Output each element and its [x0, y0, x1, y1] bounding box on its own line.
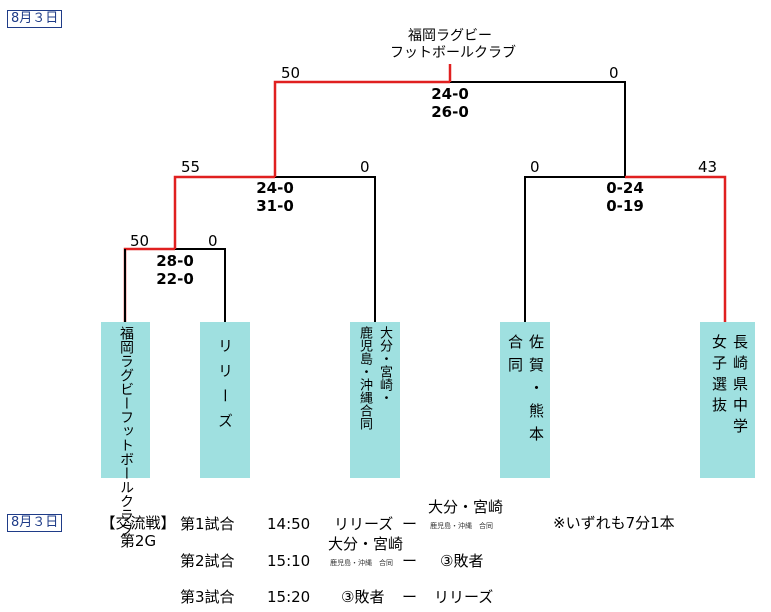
match2-home-sub: 鹿児島・沖縄 合同	[330, 559, 393, 567]
match3-time: 15:20	[267, 588, 311, 606]
team-name-lilies: リリーズ	[216, 338, 234, 438]
team-name-oita-line2: 鹿児島・沖縄合同	[357, 326, 372, 430]
quarter-score: 28-0 22-0	[156, 252, 194, 288]
match2-away: ③敗者	[440, 552, 484, 570]
team-name-oita: 大分・宮崎・鹿児島・沖縄合同	[354, 326, 394, 430]
team-name-saga-line2: 合同	[506, 334, 524, 380]
line-quarter-up	[173, 175, 275, 249]
match3-dash: ー	[402, 588, 418, 606]
semi-right-score: 0-24 0-19	[606, 179, 644, 215]
team-name-nagasaki-line2: 女子選抜	[710, 334, 728, 418]
match1-time: 14:50	[267, 515, 311, 533]
line-semi-left-up	[273, 80, 450, 177]
match3-name: 第3試合	[180, 588, 235, 606]
bracket-lines	[123, 64, 727, 322]
quarter-points-left: 50	[130, 232, 150, 250]
team-box-fukuoka: 福岡ラグビーフットボールクラブ	[101, 322, 150, 536]
line-lilies	[175, 248, 226, 322]
match3-home: ③敗者	[341, 588, 385, 606]
match1-away-sub: 鹿児島・沖縄 合同	[430, 522, 493, 530]
schedule-event: 【交流戦】 第2G	[100, 514, 176, 550]
semi-right-points-right: 43	[698, 158, 718, 176]
team-box-nagasaki: 長崎県中学女子選抜	[700, 322, 755, 478]
team-name-fukuoka: 福岡ラグビーフットボールクラブ	[118, 326, 134, 536]
date-label: 8月３日	[7, 10, 63, 28]
match1-home: リリーズ	[334, 515, 394, 533]
team-name-nagasaki-line1: 長崎県中学	[731, 334, 749, 439]
semi-left-points-left: 55	[181, 158, 201, 176]
semi-right-points-left: 0	[530, 158, 540, 176]
team-box-lilies: リリーズ	[200, 322, 250, 478]
schedule-date-label: 8月３日	[7, 514, 63, 532]
schedule-note: ※いずれも7分1本	[553, 514, 675, 532]
match2-name: 第2試合	[180, 552, 235, 570]
final-score: 24-0 26-0	[431, 85, 469, 121]
line-oita	[275, 176, 376, 322]
match2-time: 15:10	[267, 552, 311, 570]
line-saga	[524, 176, 625, 322]
match1-name: 第1試合	[180, 515, 235, 533]
line-nagasaki	[625, 175, 727, 322]
team-box-saga: 佐賀・熊本合同	[500, 322, 550, 478]
final-left-points: 50	[281, 64, 301, 82]
team-name-nagasaki: 長崎県中学女子選抜	[706, 334, 750, 439]
team-name-saga: 佐賀・熊本合同	[504, 334, 546, 449]
match2-dash: ー	[402, 552, 418, 570]
champion-name: 福岡ラグビー フットボールクラブ	[390, 28, 516, 61]
team-box-oita: 大分・宮崎・鹿児島・沖縄合同	[350, 322, 400, 478]
team-name-saga-line1: 佐賀・熊本	[527, 334, 545, 449]
match2-home: 大分・宮崎	[328, 535, 404, 553]
quarter-points-right: 0	[208, 232, 218, 250]
semi-left-points-right: 0	[360, 158, 370, 176]
final-right-points: 0	[609, 64, 619, 82]
line-final-right	[450, 81, 626, 177]
semi-left-score: 24-0 31-0	[256, 179, 294, 215]
team-name-oita-line1: 大分・宮崎・	[377, 326, 392, 404]
match1-dash: ー	[402, 515, 418, 533]
match3-away: リリーズ	[434, 588, 494, 606]
match1-away: 大分・宮崎	[428, 498, 504, 516]
